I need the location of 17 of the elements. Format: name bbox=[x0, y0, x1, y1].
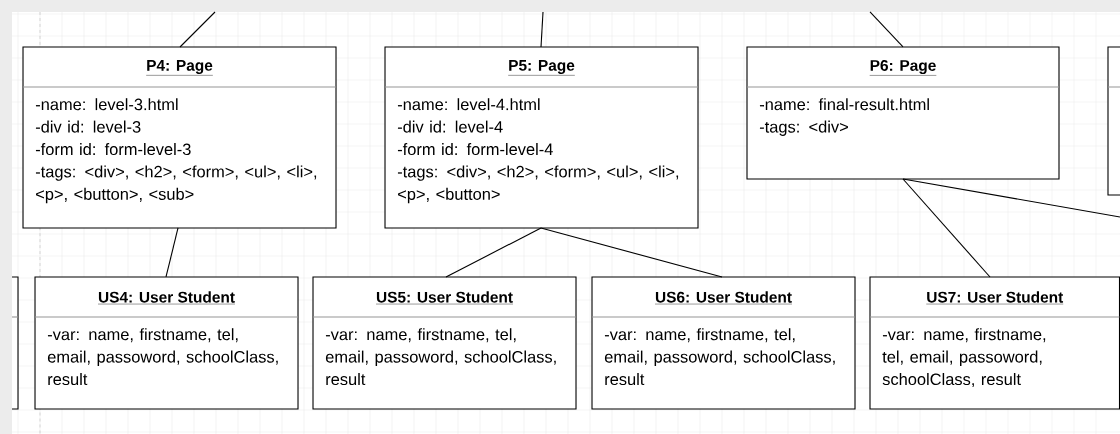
cropped-box bbox=[1107, 46, 1120, 196]
object-box: US7: User Student -var: name, firstname, tel, email, passoword, schoolClass, result bbox=[869, 276, 1120, 410]
connector-line bbox=[540, 11, 544, 48]
object-box: US5: User Student -var: name, firstname, tel, email, passoword, schoolClass, result bbox=[312, 276, 577, 410]
connector-line bbox=[540, 227, 723, 278]
connector-line bbox=[902, 178, 991, 278]
object-box: US4: User Student -var: name, firstname, tel, email, passoword, schoolClass, result bbox=[34, 276, 299, 410]
connector-line bbox=[869, 11, 904, 48]
object-box: P4: Page -name: level-3.html -div id: level-3 -form id: form-level-3 -tags: <div>, <h2>, <form>, <ul>, <li>, <p>, <button>, <sub> bbox=[22, 46, 337, 229]
connector-line bbox=[445, 227, 542, 278]
object-box: P6: Page -name: final-result.html -tags: <div> bbox=[746, 46, 1060, 180]
object-box: P5: Page -name: level-4.html -div id: level-4 -form id: form-level-4 -tags: <div>, <h2>, <form>, <ul>, <li>, <p>, <button> bbox=[384, 46, 699, 229]
object-box: US6: User Student -var: name, firstname, tel, email, passoword, schoolClass, result bbox=[591, 276, 856, 410]
connector-line bbox=[902, 178, 1120, 218]
cropped-box bbox=[11, 276, 19, 410]
connector-line bbox=[179, 11, 216, 48]
connector-line bbox=[165, 227, 179, 278]
